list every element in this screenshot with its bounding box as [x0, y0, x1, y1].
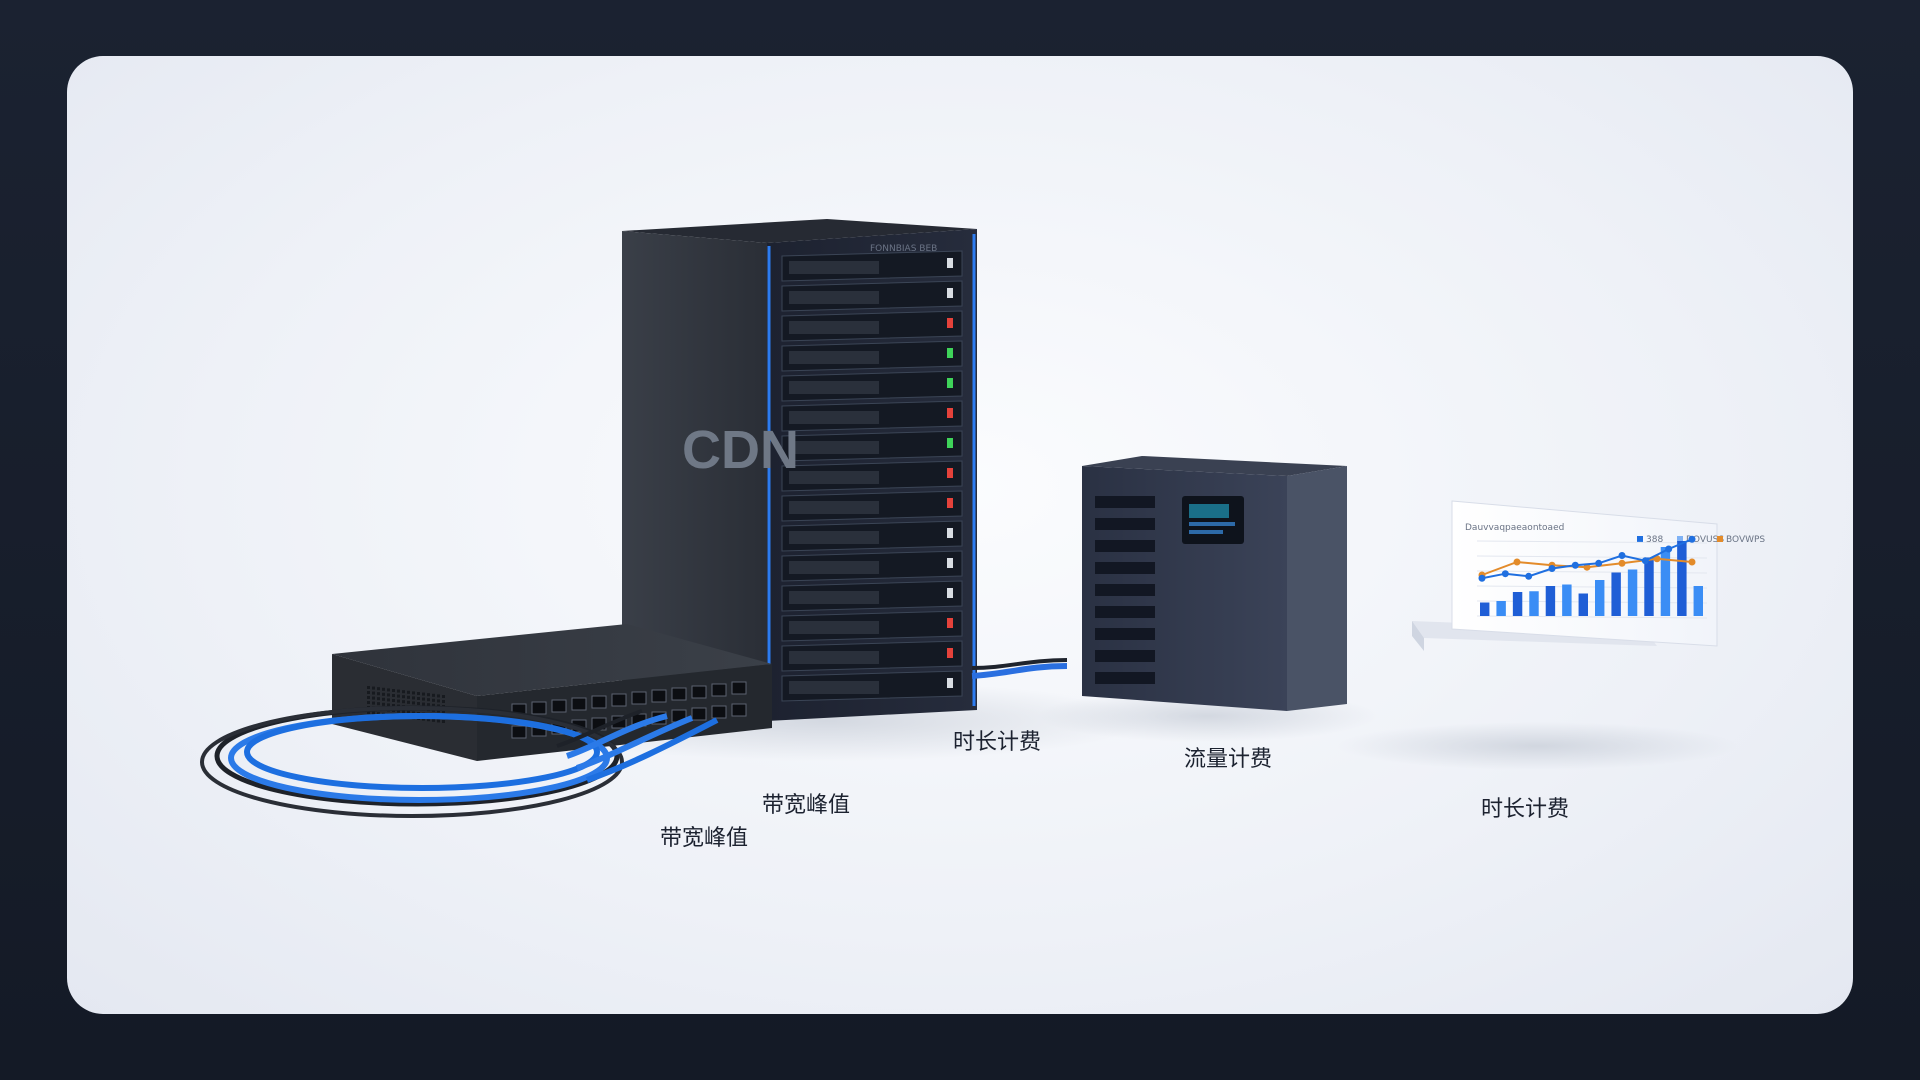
mini-chart-line-blue-point [1641, 557, 1649, 565]
switch-port [611, 693, 627, 707]
drive-led [947, 258, 953, 268]
cable-coil [200, 705, 719, 818]
mini-chart-line-orange-point [1583, 563, 1591, 571]
box-display-panel [1182, 496, 1244, 544]
mini-chart-bar [1545, 586, 1556, 616]
drive-led [947, 468, 953, 478]
tower-billing-label: 时长计费 [953, 730, 1042, 755]
mini-chart-line-blue-point [1501, 570, 1509, 578]
mini-chart-bar [1677, 541, 1687, 616]
mini-chart-bar [1693, 586, 1703, 616]
switch-port [591, 695, 607, 709]
switch-port [671, 687, 687, 701]
mini-chart-line-blue-point [1618, 552, 1626, 559]
hardware-scene: CDN FONNBIAS BEB [200, 219, 1765, 818]
switch-port [511, 725, 527, 739]
image-card: CDN FONNBIAS BEB [67, 56, 1853, 1014]
small-server-box [1082, 456, 1347, 711]
mini-chart-line-orange-point [1618, 559, 1626, 567]
mini-chart-line-blue-point [1478, 574, 1486, 582]
drive-led [947, 318, 953, 328]
mini-chart-bar [1512, 592, 1523, 616]
mini-chart-line-blue [1481, 538, 1693, 580]
cdn-server-tower: CDN FONNBIAS BEB [622, 219, 977, 721]
mini-chart-bar [1480, 602, 1490, 616]
drive-led [947, 288, 953, 298]
mini-chart-line-orange-point [1688, 558, 1696, 566]
drive-led [947, 528, 953, 538]
cdn-brand-text: CDN [682, 420, 799, 480]
box-billing-label: 流量计费 [1184, 747, 1273, 772]
switch-port [731, 703, 747, 717]
switch-port [731, 681, 747, 695]
switch-port [691, 707, 707, 721]
mini-chart-line-blue-point [1548, 565, 1556, 572]
switch-port [551, 699, 567, 713]
drive-led [947, 648, 953, 658]
drive-led [947, 348, 953, 358]
mini-chart-line-blue-point [1571, 561, 1579, 569]
mini-chart-bar [1562, 584, 1572, 616]
mini-chart-title: Dauvvaqpaeaontoaed [1465, 523, 1564, 533]
switch-port [651, 689, 667, 703]
mini-chart-bar [1644, 557, 1654, 616]
mini-chart-bar [1595, 580, 1605, 616]
mini-chart-line-blue-point [1525, 572, 1533, 580]
switch-port [631, 691, 647, 705]
chart-billing-label: 时长计费 [1481, 797, 1570, 822]
drive-led [947, 618, 953, 628]
mini-chart-line-blue-point [1688, 535, 1696, 543]
switch-peak-label-upper: 带宽峰值 [762, 793, 851, 818]
mini-chart-bar [1496, 601, 1506, 616]
mini-chart-bar [1578, 593, 1588, 616]
drive-led [947, 378, 953, 388]
mini-chart-line-orange-point [1513, 558, 1521, 566]
switch-port [711, 705, 727, 719]
drive-led [947, 438, 953, 448]
mini-chart-bar [1611, 572, 1621, 616]
tower-top-label: FONNBIAS BEB [870, 244, 937, 254]
switch-port [571, 697, 587, 711]
mini-chart-legend-label: 388 [1646, 535, 1663, 545]
switch-peak-label-lower: 带宽峰值 [660, 826, 749, 851]
mini-chart-line-orange-point [1653, 555, 1661, 563]
drive-led [947, 558, 953, 568]
mini-chart-bar [1627, 569, 1638, 616]
drive-led [947, 588, 953, 598]
mini-chart-line-blue-point [1595, 559, 1603, 567]
mini-chart-bar [1529, 591, 1539, 616]
switch-port [711, 683, 727, 697]
drive-led [947, 678, 953, 688]
drive-led [947, 408, 953, 418]
switch-port [691, 685, 707, 699]
mini-chart-line-blue-point [1665, 545, 1673, 553]
mini-chart-legend-label: DOVUSS [1686, 535, 1724, 545]
drive-led [947, 498, 953, 508]
switch-port [531, 701, 547, 715]
mini-chart-bar [1660, 547, 1671, 616]
mini-chart-legend-label: BOVWPS [1726, 535, 1765, 545]
